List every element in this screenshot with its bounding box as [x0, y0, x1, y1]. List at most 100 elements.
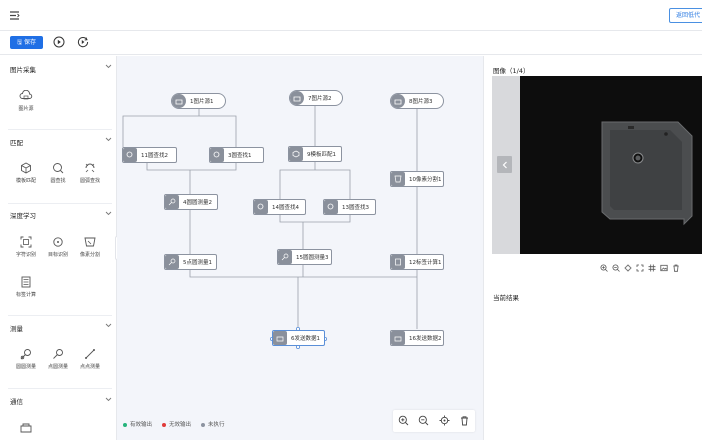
category-measurement[interactable]: 测量	[10, 325, 23, 333]
tool-circle-find[interactable]: 圆查找	[45, 162, 71, 184]
grid-icon[interactable]	[648, 264, 656, 274]
locate-icon[interactable]	[624, 264, 632, 274]
circle-search-icon	[210, 148, 224, 162]
tool-label: 圆弧查找	[79, 178, 100, 184]
node-label: 13圆查找3	[342, 205, 369, 211]
legend-label: 未执行	[208, 422, 225, 428]
node-circle-find-4[interactable]: 14圆查找4	[253, 199, 306, 215]
tool-point-point-measure[interactable]: 点点测量	[77, 348, 103, 370]
segment-icon	[84, 237, 96, 247]
node-image-source-2[interactable]: 7图片源2	[289, 90, 343, 106]
back-to-lowcode-button[interactable]: 返回低代	[669, 8, 702, 23]
delete-icon[interactable]	[459, 415, 470, 428]
run-once-icon[interactable]	[53, 36, 65, 48]
node-label-calc-1[interactable]: 12标签计算1	[390, 254, 444, 270]
node-point-circle-measure-1[interactable]: 5点圆测量1	[164, 254, 217, 270]
image-icon[interactable]	[660, 264, 668, 274]
tool-label: 像素分割	[79, 252, 100, 258]
cube-icon	[21, 162, 31, 174]
point-point-icon	[85, 349, 95, 359]
ocr-icon	[20, 236, 32, 248]
cube-icon	[289, 147, 303, 161]
fit-view-icon[interactable]	[439, 415, 450, 428]
tool-point-circle-measure[interactable]: 点圆测量	[45, 348, 71, 370]
chevron-down-icon[interactable]	[105, 211, 112, 218]
node-pixel-segment-1[interactable]: 10像素分割1	[390, 171, 444, 187]
circle-measure-icon	[20, 349, 31, 360]
tool-label: 点圆测量	[47, 364, 68, 370]
node-template-match-1[interactable]: 9模板匹配1	[288, 146, 342, 162]
category-deep-learning[interactable]: 深度学习	[10, 212, 36, 220]
image-preview	[520, 76, 702, 254]
image-viewer[interactable]	[492, 76, 702, 254]
node-image-source-3[interactable]: 8图片源3	[390, 93, 444, 109]
segment-icon	[391, 172, 405, 186]
node-circle-find-3[interactable]: 13圆查找3	[323, 199, 376, 215]
divider	[8, 315, 112, 316]
node-circle-circle-measure-2[interactable]: 4圆圆测量2	[164, 194, 218, 210]
tool-ocr[interactable]: 字符识别	[13, 236, 39, 258]
tool-label-calc[interactable]: 标签计算	[13, 276, 39, 298]
save-button[interactable]: 🖫 保存	[10, 36, 43, 49]
chevron-down-icon[interactable]	[105, 137, 112, 144]
node-label: 11圆查找2	[141, 153, 168, 159]
calculator-icon	[21, 276, 31, 288]
previous-image-button[interactable]	[497, 156, 512, 173]
zoom-out-icon[interactable]	[418, 415, 429, 428]
chevron-down-icon[interactable]	[105, 397, 112, 404]
zoom-out-icon[interactable]	[612, 264, 620, 274]
node-circle-find-1[interactable]: 3圆查找1	[209, 147, 264, 163]
arc-search-icon	[85, 163, 95, 173]
divider	[8, 203, 112, 204]
image-tools	[600, 264, 680, 274]
tool-template-match[interactable]: 模板匹配	[13, 162, 39, 184]
tool-pixel-segment[interactable]: 像素分割	[77, 236, 103, 258]
point-circle-icon	[53, 349, 63, 359]
node-circle-circle-measure-3[interactable]: 15圆圆测量3	[277, 249, 332, 265]
canvas-zoom-controls	[393, 410, 475, 432]
tool-object-detect[interactable]: 目标识别	[45, 236, 71, 258]
zoom-in-icon[interactable]	[398, 415, 409, 428]
tool-image-source[interactable]: 图片源	[13, 90, 39, 112]
tool-label: 圆圆测量	[15, 364, 36, 370]
chevron-down-icon[interactable]	[105, 323, 112, 330]
send-data-icon[interactable]	[20, 423, 32, 435]
send-data-icon	[391, 331, 405, 345]
status-legend: 有效输出 无效输出 未执行	[123, 420, 225, 428]
tool-arc-find[interactable]: 圆弧查找	[77, 162, 103, 184]
node-circle-find-2[interactable]: 11圆查找2	[122, 147, 177, 163]
node-label: 8图片源3	[409, 99, 433, 105]
category-matching[interactable]: 匹配	[10, 139, 23, 147]
camera-icon	[391, 94, 405, 108]
target-icon	[53, 237, 63, 247]
divider	[8, 388, 112, 389]
tool-label: 字符识别	[15, 252, 36, 258]
node-label: 12标签计算1	[409, 260, 442, 266]
node-send-data-2[interactable]: 16发送数据2	[390, 330, 444, 346]
category-communication[interactable]: 通信	[10, 398, 23, 406]
flow-canvas[interactable]	[117, 56, 483, 440]
tool-label: 点点测量	[79, 364, 100, 370]
run-loop-icon[interactable]	[77, 36, 89, 48]
circle-search-icon	[123, 148, 137, 162]
node-image-source-1[interactable]: 1图片源1	[171, 93, 226, 109]
delete-icon[interactable]	[672, 264, 680, 274]
tool-circle-circle-measure[interactable]: 圆圆测量	[13, 348, 39, 370]
camera-icon	[290, 91, 304, 105]
tool-label: 目标识别	[47, 252, 68, 258]
zoom-in-icon[interactable]	[600, 264, 608, 274]
node-send-data-1[interactable]: 6发送数据1	[272, 330, 325, 346]
chevron-down-icon[interactable]	[105, 64, 112, 71]
legend-not-run: 未执行	[201, 420, 225, 428]
port-handles	[269, 326, 327, 349]
image-panel-title: 图像（1/4）	[493, 67, 530, 75]
fullscreen-icon[interactable]	[636, 264, 644, 274]
node-label: 1图片源1	[190, 99, 214, 105]
divider	[8, 129, 112, 130]
menu-collapse-icon[interactable]	[10, 11, 20, 22]
legend-label: 无效输出	[169, 422, 192, 428]
node-label: 16发送数据2	[409, 336, 442, 342]
node-label: 15圆圆测量3	[296, 255, 329, 261]
category-image-acquisition[interactable]: 图片采集	[10, 66, 36, 74]
node-label: 4圆圆测量2	[183, 200, 212, 206]
